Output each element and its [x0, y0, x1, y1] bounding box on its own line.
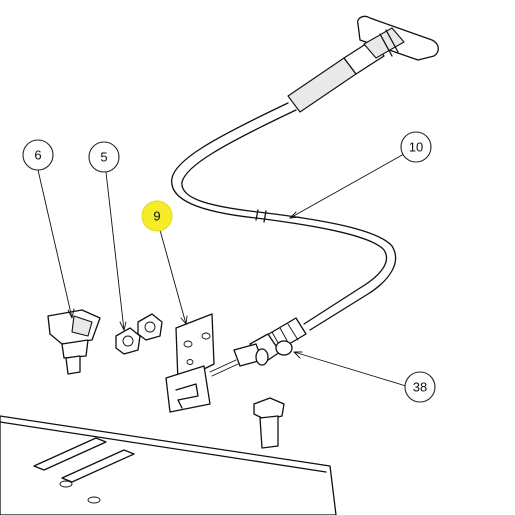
callout-6: 6 [22, 139, 54, 171]
bracket [165, 313, 239, 413]
callout-38-label: 38 [413, 380, 427, 395]
leader-lines [37, 153, 407, 387]
nuts [115, 313, 163, 355]
callout-9: 9 [141, 200, 173, 232]
bolt [253, 397, 285, 449]
cable-end-fitting [233, 317, 307, 367]
callout-10: 10 [400, 131, 432, 163]
callout-38: 38 [404, 371, 436, 403]
callout-9-label: 9 [153, 209, 160, 224]
knob [47, 309, 101, 375]
callout-5-label: 5 [100, 150, 107, 165]
callout-10-label: 10 [409, 140, 423, 155]
t-handle [357, 15, 439, 61]
callout-6-label: 6 [34, 148, 41, 163]
throttle-cable [171, 39, 397, 331]
callout-5: 5 [88, 141, 120, 173]
base-plate [0, 415, 337, 515]
